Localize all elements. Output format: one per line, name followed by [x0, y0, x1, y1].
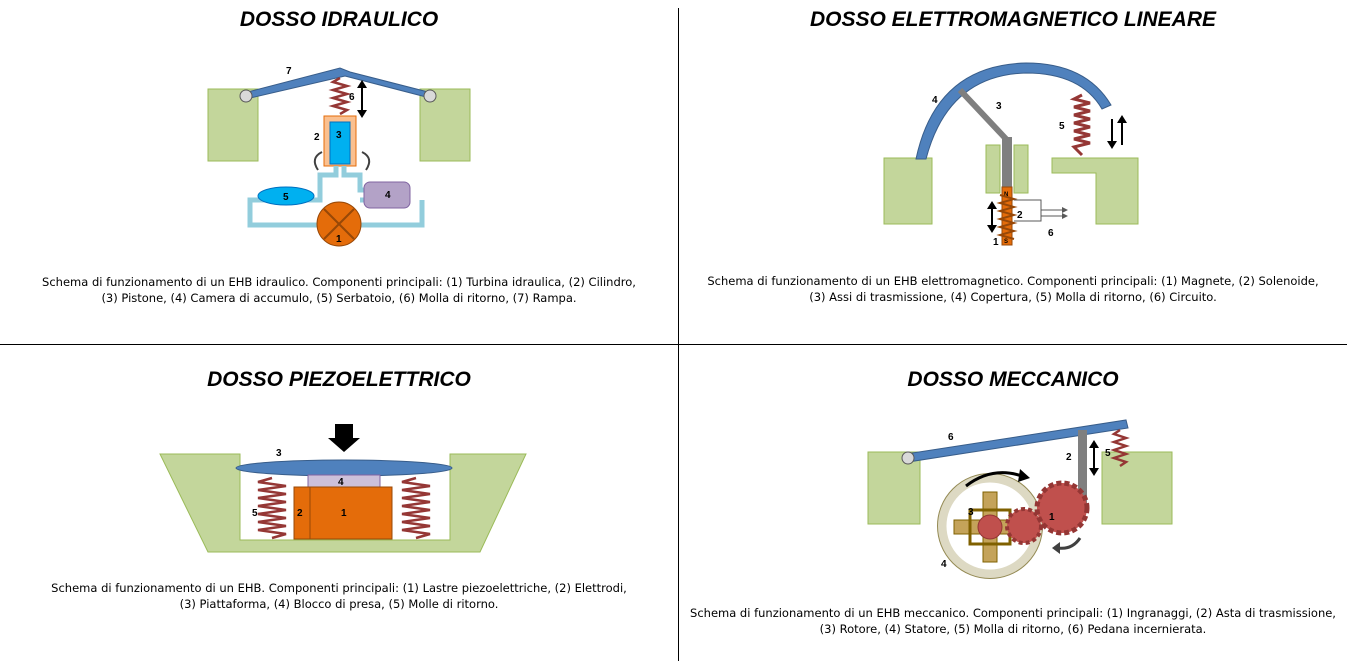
pipe-network [247, 166, 425, 228]
label-1: 1 [993, 237, 999, 248]
label-1: 1 [336, 234, 342, 245]
rotation-arrow-top [965, 471, 1023, 488]
label-4: 4 [385, 190, 391, 201]
piezo-plates [309, 486, 393, 540]
caption-mechanical-line1: Schema di funzionamento di un EHB meccan… [690, 606, 1336, 620]
label-2: 2 [297, 508, 303, 519]
hinge-right [423, 89, 437, 103]
vertical-divider [678, 8, 679, 661]
title-mechanical: DOSSO MECCANICO [907, 368, 1119, 391]
arrow-head-up [357, 80, 367, 88]
arrow-head-c [987, 201, 997, 209]
circuit [1014, 199, 1066, 222]
electromagnetic-diagram: N S 4 3 5 2 6 1 [883, 62, 1139, 248]
accumulator-chamber [363, 181, 411, 209]
plunger [1002, 137, 1012, 187]
arrow-head-b [1117, 115, 1127, 123]
grip-block [307, 474, 381, 488]
arrow-head-up [1089, 440, 1099, 448]
title-hydraulic: DOSSO IDRAULICO [239, 8, 439, 31]
label-5: 5 [1059, 121, 1065, 132]
label-1: 1 [341, 508, 347, 519]
title-electromagnetic: DOSSO ELETTROMAGNETICO LINEARE [809, 8, 1216, 31]
label-3: 3 [996, 101, 1002, 112]
caption-piezoelectric-line2: (3) Piattaforma, (4) Blocco di presa, (5… [179, 597, 499, 611]
arrow-head-down [357, 110, 367, 118]
reservoir [257, 186, 315, 206]
label-2: 2 [314, 132, 320, 143]
gear-small [1005, 507, 1043, 545]
return-spring-left [257, 476, 287, 540]
label-5: 5 [283, 192, 289, 203]
title-piezoelectric: DOSSO PIEZOELETTRICO [207, 368, 471, 391]
label-1: 1 [1049, 512, 1055, 523]
label-3: 3 [336, 130, 342, 141]
label-4: 4 [932, 95, 938, 106]
arrow-head-a [1107, 141, 1117, 149]
transmission-rod [1078, 430, 1087, 506]
rotation-arrow-bottom-head [1052, 542, 1060, 554]
magnet-s-label: S [1004, 239, 1008, 245]
caption-mechanical-line2: (3) Rotore, (4) Statore, (5) Molla di ri… [819, 622, 1207, 636]
ground-trough [159, 453, 527, 553]
arrow-head-down [1089, 468, 1099, 476]
cover [915, 62, 1112, 160]
caption-hydraulic-line2: (3) Pistone, (4) Camera di accumulo, (5)… [101, 291, 577, 305]
rotation-arrow-bottom [1057, 537, 1082, 550]
hinge-left [239, 89, 253, 103]
ground-block-left [867, 451, 921, 525]
label-3: 3 [968, 507, 974, 518]
gear-large [1034, 480, 1090, 536]
coil-housing-left [985, 144, 1001, 194]
coil-housing-right [1013, 144, 1029, 194]
platform [235, 459, 453, 477]
piston [329, 121, 351, 165]
label-3: 3 [276, 448, 282, 459]
label-5: 5 [252, 508, 258, 519]
return-spring [1110, 428, 1130, 468]
caption-electromagnetic-line2: (3) Assi di trasmissione, (4) Copertura,… [809, 290, 1217, 304]
caption-hydraulic-line1: Schema di funzionamento di un EHB idraul… [42, 275, 636, 289]
return-spring [1069, 93, 1091, 157]
ground-block-right [1051, 157, 1139, 225]
horizontal-divider [0, 344, 1347, 345]
pedal-hinge [901, 451, 915, 465]
return-spring-right [401, 476, 431, 540]
mechanical-diagram: 6 2 5 3 1 4 [867, 419, 1173, 579]
return-spring [328, 76, 352, 116]
turbine-cross-b [323, 208, 355, 240]
ground-block-right [1101, 451, 1173, 525]
label-2: 2 [1066, 452, 1072, 463]
caption-piezoelectric-line1: Schema di funzionamento di un EHB. Compo… [51, 581, 627, 595]
label-6: 6 [349, 92, 355, 103]
transmission-axis [957, 87, 1010, 143]
caption-electromagnetic-line1: Schema di funzionamento di un EHB elettr… [707, 274, 1319, 288]
label-7: 7 [286, 66, 292, 77]
solenoid [996, 194, 1018, 240]
press-arrow-icon [328, 424, 360, 452]
flow-arrow-right [361, 151, 371, 171]
label-4: 4 [338, 477, 344, 488]
rotation-arrow-top-head [1018, 469, 1030, 482]
label-6: 6 [1048, 228, 1054, 239]
piezoelectric-diagram: 3 4 2 1 5 [159, 424, 527, 553]
hydraulic-diagram: 7 6 3 2 5 4 1 [207, 66, 471, 247]
magnet-n-label: N [1004, 192, 1008, 198]
circuit-arrow-1 [1062, 207, 1068, 213]
rotor [977, 514, 1003, 540]
label-5: 5 [1105, 448, 1111, 459]
label-2: 2 [1017, 210, 1023, 221]
ground-block-left [883, 157, 933, 225]
circuit-arrow-2 [1062, 213, 1068, 219]
label-6: 6 [948, 432, 954, 443]
flow-arrow-left [313, 151, 323, 171]
label-4: 4 [941, 559, 947, 570]
arrow-head-d [987, 225, 997, 233]
